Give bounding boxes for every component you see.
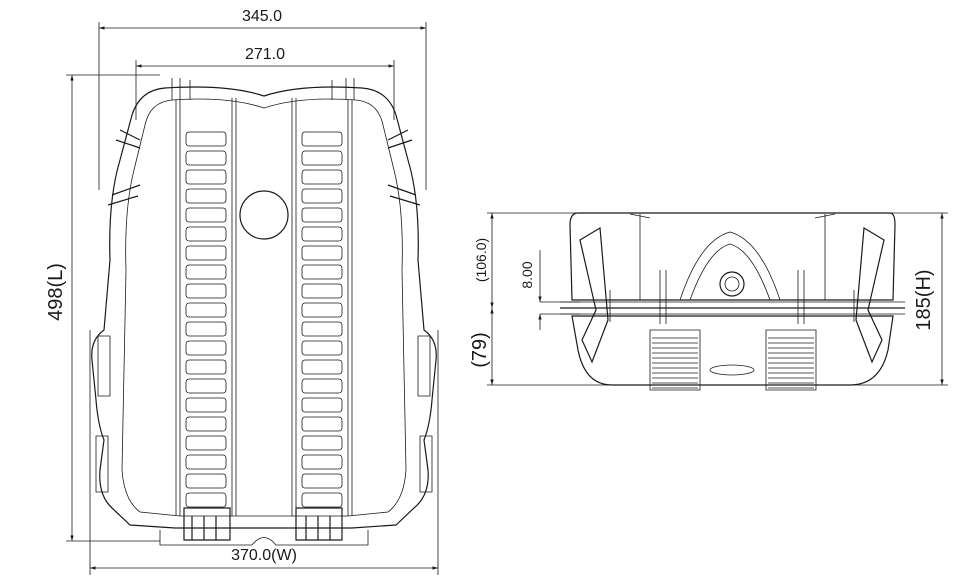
rib-slot xyxy=(185,416,227,432)
bottom-hinges xyxy=(183,507,343,541)
lid-dome xyxy=(679,231,781,301)
rib-slot xyxy=(301,131,343,147)
left-foot-ribs xyxy=(652,337,698,389)
rib-slot xyxy=(185,492,227,508)
right-rib-channel xyxy=(291,98,353,516)
dim-inner-width-label: 271.0 xyxy=(245,46,285,63)
rib-slot xyxy=(301,302,343,318)
rib-slot xyxy=(301,473,343,489)
rib-slot xyxy=(185,302,227,318)
rib-slot xyxy=(185,188,227,204)
rib-slot xyxy=(185,283,227,299)
case-outer-outline xyxy=(91,86,437,529)
dim-inner-width: 271.0 xyxy=(135,46,395,120)
top-view xyxy=(91,78,437,546)
dim-hinge-offset: 8.00 xyxy=(519,250,580,330)
rib-slot xyxy=(185,454,227,470)
rib-slot xyxy=(301,245,343,261)
left-rib-slots xyxy=(185,131,227,508)
pressure-valve xyxy=(239,190,289,240)
dim-lid-height-label: (106.0) xyxy=(473,238,489,282)
rib-slot xyxy=(185,435,227,451)
lid-panel xyxy=(629,213,836,300)
rib-slot xyxy=(301,321,343,337)
rib-slot xyxy=(185,169,227,185)
dim-length: 498(L) xyxy=(45,74,160,542)
rib-slot xyxy=(301,150,343,166)
rib-slot xyxy=(301,492,343,508)
rib-slot xyxy=(185,245,227,261)
dim-total-height: 185(H) xyxy=(850,212,948,386)
rib-slot xyxy=(185,359,227,375)
right-foot-ribs xyxy=(768,337,814,389)
right-latch-side xyxy=(855,226,885,364)
dim-length-label: 498(L) xyxy=(45,263,67,321)
rib-slot xyxy=(301,416,343,432)
right-handle xyxy=(387,129,421,206)
rib-slot xyxy=(301,283,343,299)
dim-top-width-label: 345.0 xyxy=(242,8,282,25)
rib-slot xyxy=(185,207,227,223)
dim-top-width: 345.0 xyxy=(98,8,427,190)
rib-slot xyxy=(301,397,343,413)
dim-bottom-width: 370.0(W) xyxy=(89,330,439,575)
rib-slot xyxy=(185,150,227,166)
rib-slot xyxy=(301,340,343,356)
side-view xyxy=(560,212,905,391)
right-rib-slots xyxy=(301,131,343,508)
left-latch xyxy=(95,335,111,493)
rib-slot xyxy=(301,207,343,223)
rib-slot xyxy=(301,264,343,280)
rib-slot xyxy=(301,378,343,394)
top-posts xyxy=(171,78,355,100)
side-lid-outline xyxy=(569,212,896,301)
rib-slot xyxy=(185,397,227,413)
rib-slot xyxy=(185,321,227,337)
right-latch xyxy=(417,335,433,493)
dim-base-height-label: (79) xyxy=(469,332,491,368)
left-handle xyxy=(107,129,141,206)
rib-slot xyxy=(185,131,227,147)
left-rib-channel xyxy=(175,98,237,516)
rib-slot xyxy=(185,378,227,394)
rib-slot xyxy=(301,169,343,185)
rib-slot xyxy=(185,226,227,242)
dim-base-height: (79) xyxy=(469,308,612,386)
rib-slot xyxy=(185,340,227,356)
rib-slot xyxy=(185,473,227,489)
bottom-feet xyxy=(159,530,369,546)
case-inner-outline xyxy=(121,98,407,517)
rib-slot xyxy=(185,264,227,280)
side-posts xyxy=(609,270,855,324)
rib-slot xyxy=(301,188,343,204)
rib-slot xyxy=(301,435,343,451)
dim-lid-height: (106.0) xyxy=(473,212,640,308)
left-latch-side xyxy=(579,226,609,364)
rib-slot xyxy=(301,359,343,375)
base-badge xyxy=(709,364,755,376)
dim-total-height-label: 185(H) xyxy=(913,269,935,330)
pressure-valve-side xyxy=(719,271,745,297)
dim-hinge-offset-label: 8.00 xyxy=(519,261,535,288)
rib-slot xyxy=(301,454,343,470)
rib-slot xyxy=(301,226,343,242)
dim-bottom-width-label: 370.0(W) xyxy=(231,547,297,564)
